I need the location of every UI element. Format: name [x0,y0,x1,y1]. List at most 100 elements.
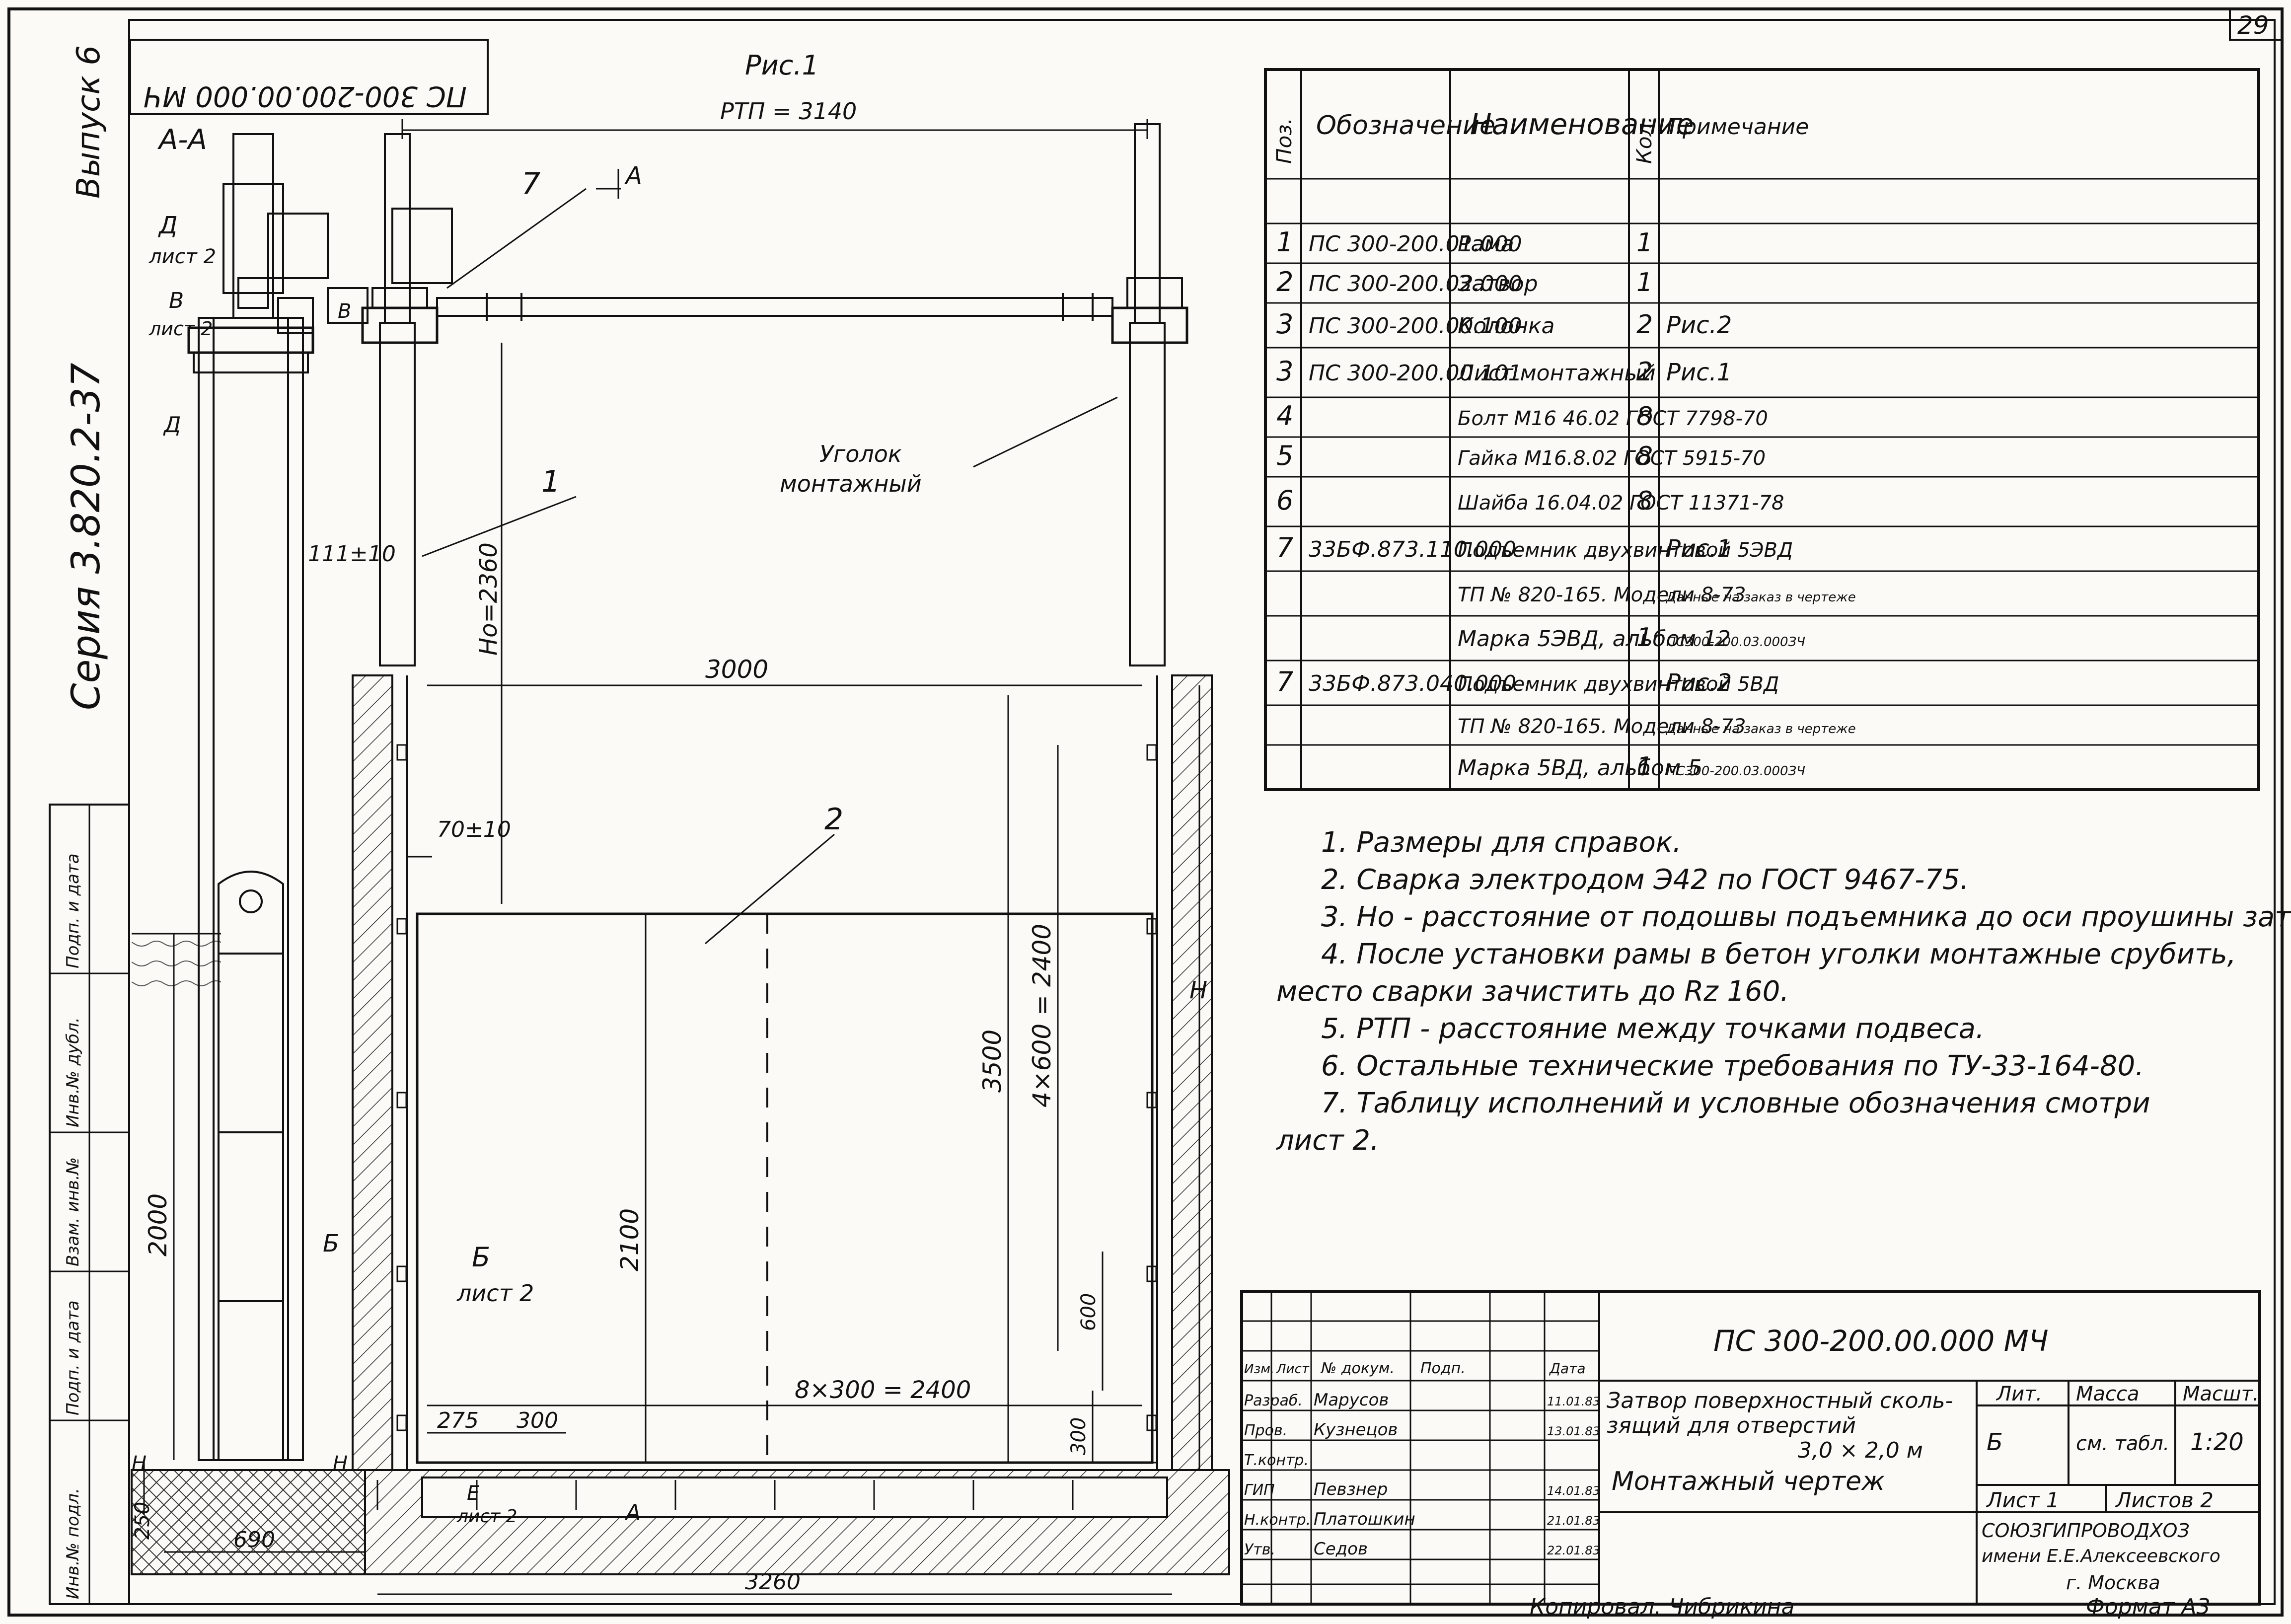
bom-cell-name: Марка 5ЭВД, альбом 12 [1458,626,1731,652]
tb-mass-value: см. табл. [2076,1432,2169,1455]
bom-header-pos: Поз. [1272,118,1296,164]
tb-title-line1: Затвор поверхностный сколь- [1607,1388,1953,1413]
sig-cell-name: Марусов [1314,1390,1389,1410]
bom-cell-note: Рис.2 [1666,311,1732,339]
sig-cell-role: Утв. [1244,1541,1275,1558]
dim-111: 111±10 [308,541,396,567]
bom-cell-code: 33БФ.873.040.000 [1309,671,1516,696]
bom-cell-name: Подъемник двухвинтовой 5ВД [1458,673,1779,696]
note-1: 1. Размеры для справок. [1321,826,1682,859]
mark-h-left: Н [132,1452,147,1475]
bom-cell-code: ПС 300-200.01.000 [1309,231,1522,257]
bom-cell-qty: 1 [1636,268,1653,297]
mirrored-doc-code: ПС 300-200.00.000 МЧ [144,80,467,112]
view-d-label: Д [158,212,178,239]
tb-doc-code: ПС 300-200.00.000 МЧ [1713,1324,2049,1358]
dim-70: 70±10 [437,817,511,842]
note-7-cont: лист 2. [1276,1124,1379,1157]
bom-cell-pos: 3 [1276,356,1293,387]
tb-org-line2: имени Е.Е.Алексеевского [1982,1546,2220,1566]
view-d-sheet-ref: лист 2 [148,245,216,268]
note-7: 7. Таблицу исполнений и условные обознач… [1321,1087,2150,1119]
sig-cell-role: Разраб. [1244,1392,1303,1409]
bom-cell-name: Марка 5ВД, альбом 5 [1458,755,1701,781]
note-4-cont: место сварки зачистить до Rz 160. [1276,975,1789,1008]
bom-cell-qty: 8 [1636,402,1653,432]
bom-cell-name: Колонка [1458,313,1555,339]
tb-title-line2: зящий для отверстий [1607,1413,1856,1438]
bom-cell-name: ТП № 820-165. Модели 8-73 [1458,715,1746,738]
sig-cell-name: Кузнецов [1314,1420,1398,1440]
section-arrow-label: А [624,162,642,190]
bom-cell-pos: 1 [1276,226,1293,258]
bom-cell-pos: 3 [1276,308,1293,340]
sig-cell-role: Н.контр. [1244,1511,1311,1529]
mark-h-right: Н [333,1452,348,1475]
sig-cell-date: 13.01.83 [1547,1424,1600,1438]
note-4: 4. После установки рамы в бетон уголки м… [1321,938,2236,970]
bom-cell-qty: 2 [1636,357,1653,387]
series-margin-label: Серия 3.820.2-37 [64,363,109,711]
dim-300-vertical: 300 [1067,1417,1090,1455]
dim-2000: 2000 [144,1193,172,1256]
tb-sig-hdr-doc: № докум. [1320,1360,1395,1377]
bom-cell-code: ПС 300-200.02.000 [1309,271,1522,296]
tb-sig-hdr-list: Лист [1276,1362,1310,1377]
bom-cell-note: Данные на заказ в чертеже [1666,722,1856,737]
bom-cell-note: Рис.2 [1666,669,1732,697]
frame-v-label: В [338,300,351,323]
sig-cell-name: Седов [1314,1539,1368,1559]
section-label: А-А [157,124,207,156]
bom-cell-name: Болт М16 46.02 ГОСТ 7798-70 [1458,407,1768,430]
view-a-bottom-label: А [624,1500,641,1525]
view-e-label: Е [467,1482,480,1505]
leader-label-line1: Уголок [819,441,902,467]
tb-title-line3: 3,0 × 2,0 м [1798,1438,1923,1463]
sig-cell-date: 21.01.83 [1547,1514,1600,1528]
bom-cell-qty: 1 [1636,623,1653,653]
dim-275: 275 [437,1408,479,1433]
bom-cell-note: Данные на заказ в чертеже [1666,590,1856,605]
tb-sheets-label: Листов 2 [2115,1488,2214,1512]
tb-scale-value: 1:20 [2190,1428,2244,1456]
tb-format: Формат А3 [2086,1594,2211,1620]
bom-cell-name: Лист монтажный [1457,361,1656,386]
bom-cell-code: ПС 300-200.00.101 [1309,361,1522,386]
note-2: 2. Сварка электродом Э42 по ГОСТ 9467-75… [1321,864,1969,896]
callout-2: 2 [824,802,843,837]
sig-cell-role: Пров. [1244,1422,1287,1439]
bom-cell-pos: 7 [1276,666,1293,697]
sig-cell-name: Платошкин [1314,1509,1415,1529]
dim-600: 600 [1077,1293,1100,1331]
dim-300-horizontal: 300 [517,1408,558,1433]
callout-1: 1 [541,464,560,499]
bom-cell-pos: 6 [1276,485,1293,516]
note-5: 5. РТП - расстояние между точками подвес… [1321,1013,1985,1045]
view-v-sheet-ref: лист 2 [148,318,213,340]
bom-cell-note: Рис.1 [1666,535,1732,563]
dim-3000: 3000 [705,655,768,684]
sig-cell-date: 11.01.83 [1547,1395,1600,1408]
bom-cell-qty: 8 [1636,486,1653,516]
bom-cell-name: ТП № 820-165. Модели 8-73 [1458,584,1746,606]
tb-hdr-lit: Лит. [1995,1383,2042,1405]
tb-copied-by: Копировал: Чибрикина [1530,1594,1795,1620]
bom-header-name: Наименование [1470,107,1694,141]
rtp-label: РТП = 3140 [720,98,857,125]
view-b-left-label: Б [323,1230,339,1257]
bom-cell-qty: 1 [1636,752,1653,782]
dim-690: 690 [233,1527,275,1552]
view-b-sheet-ref: лист 2 [456,1280,534,1307]
bom-header-note: Примечание [1666,114,1809,140]
bom-cell-pos: 4 [1276,400,1293,432]
page-number: 29 [2237,11,2269,40]
bom-cell-name: Гайка М16.8.02 ГОСТ 5915-70 [1458,447,1766,470]
dim-3500: 3500 [978,1030,1007,1093]
leader-label-line2: монтажный [780,470,922,497]
view-v-label: В [169,288,184,313]
sig-cell-date: 14.01.83 [1547,1484,1600,1498]
tb-org-line1: СОЮЗГИПРОВОДХОЗ [1982,1520,2190,1542]
archive-col-1: Инв.№ подл. [63,1488,83,1599]
